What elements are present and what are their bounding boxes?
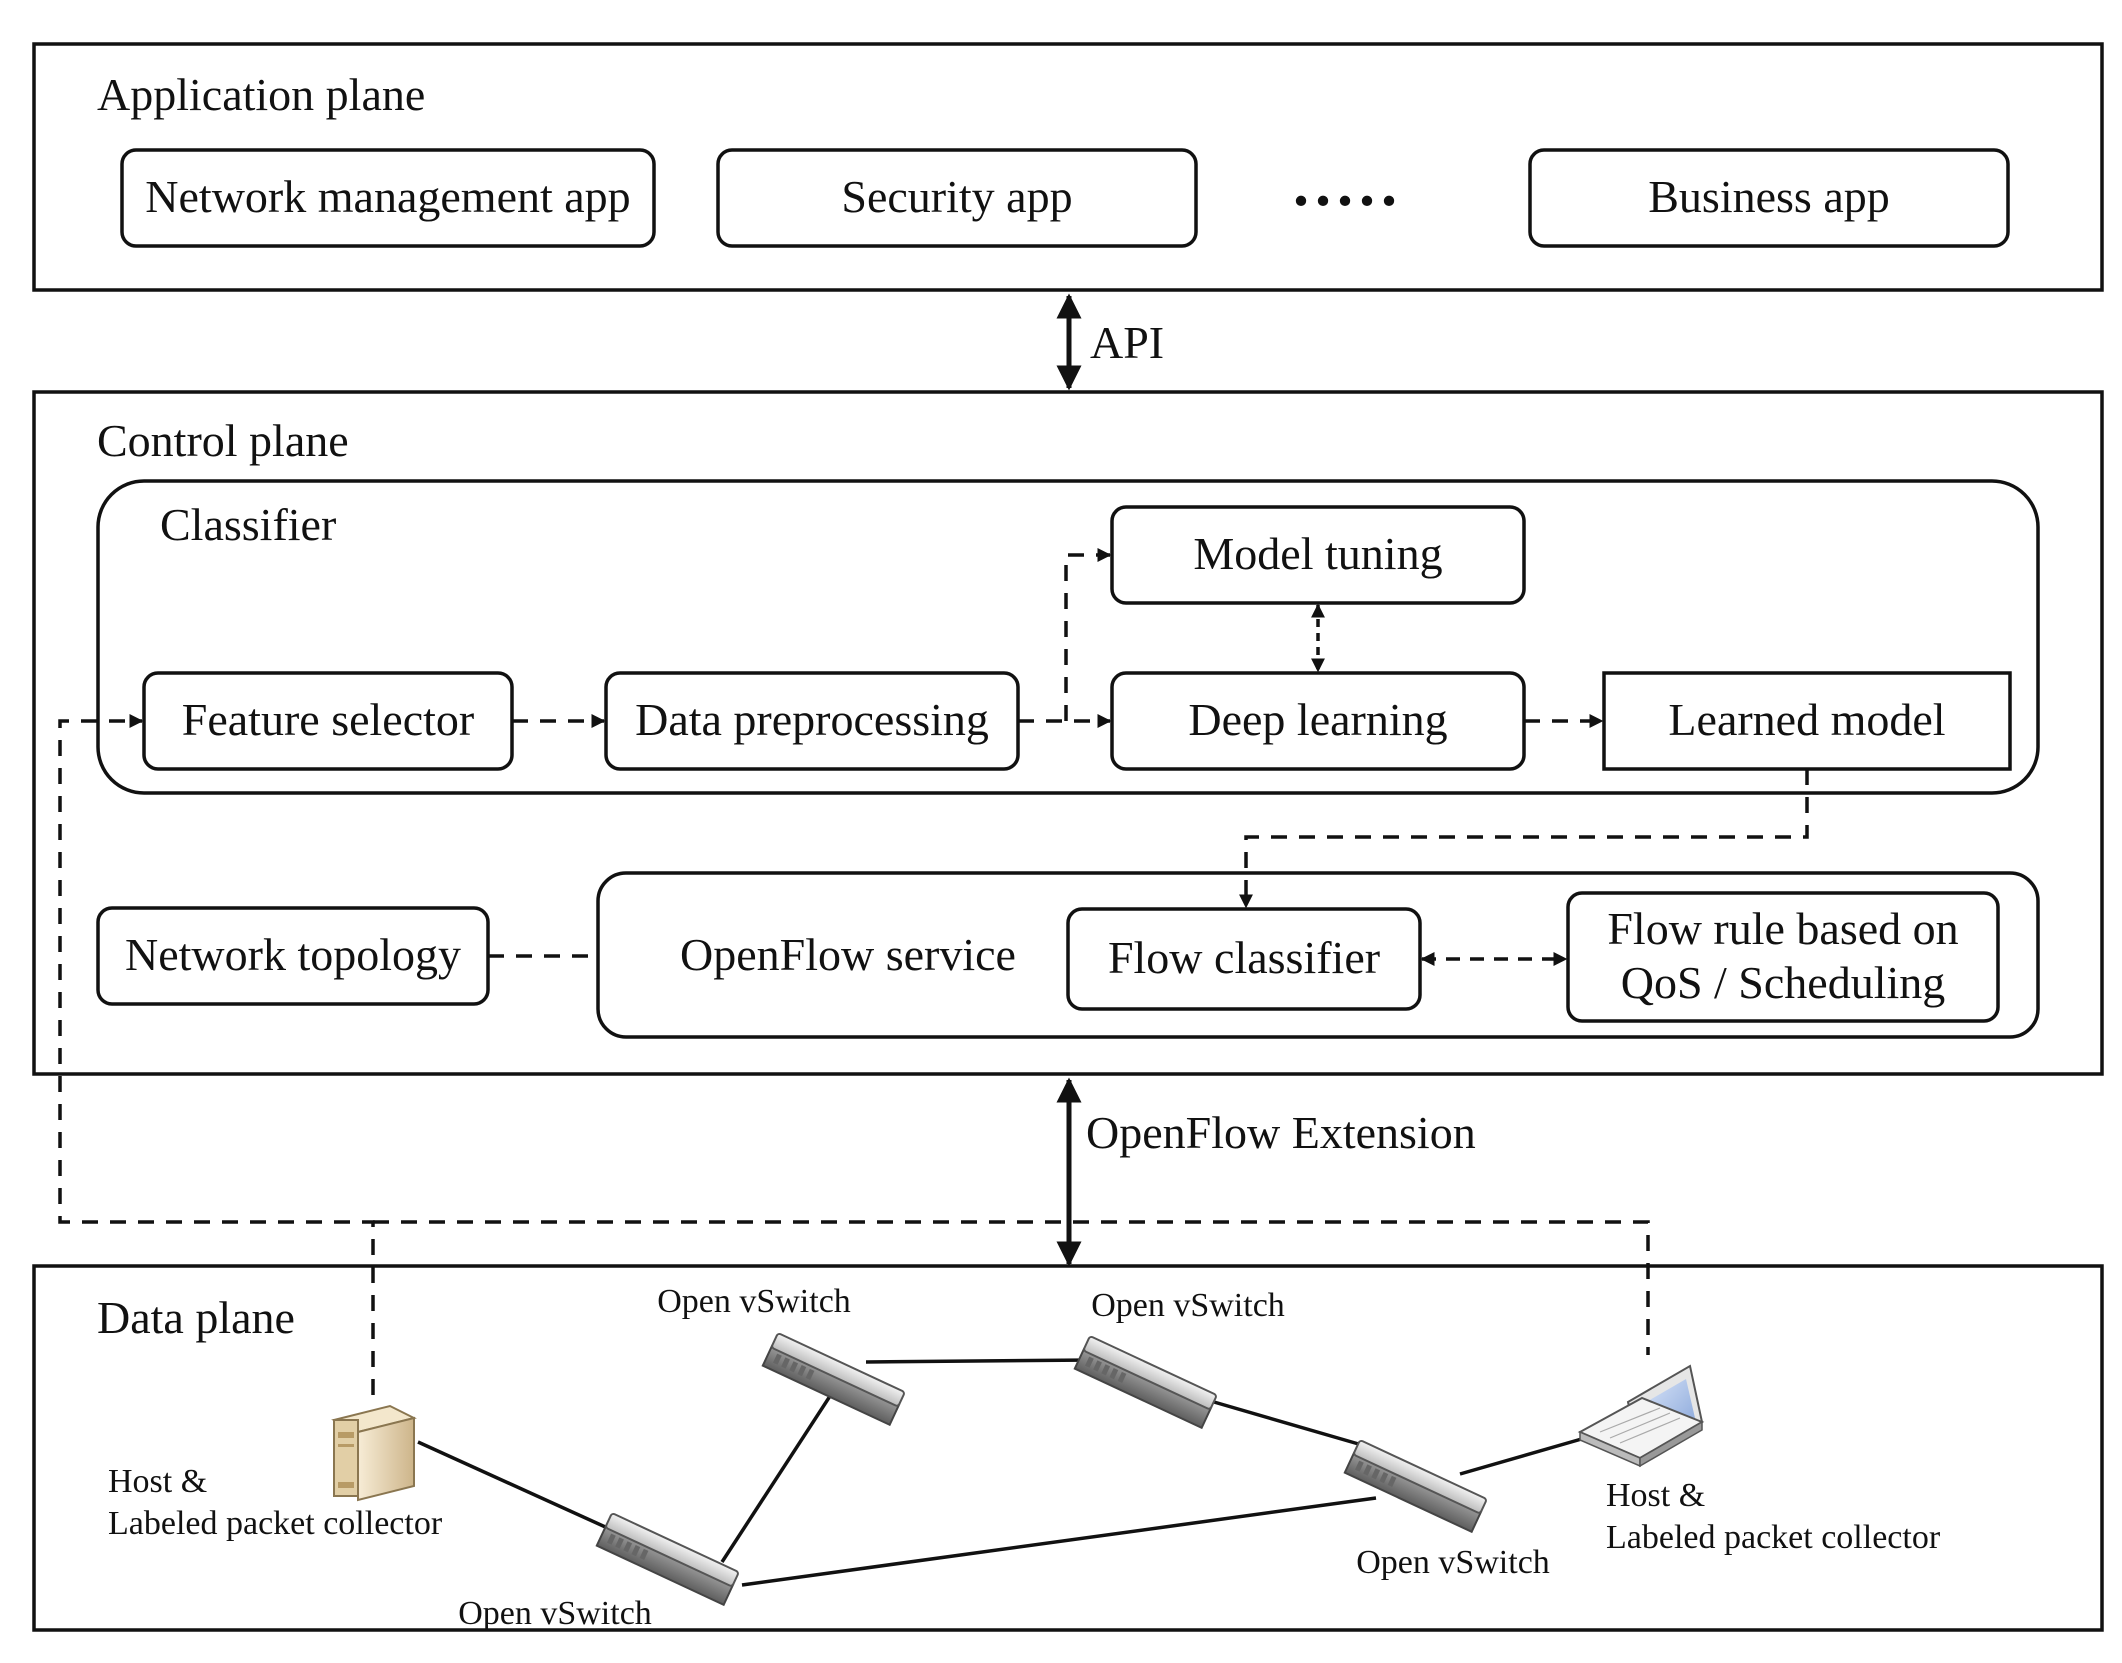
host-left-label-line2: Labeled packet collector — [108, 1505, 443, 1542]
control-plane-label: Control plane — [97, 415, 349, 466]
network-topology-box: Network topology — [96, 906, 490, 1006]
classifier-container — [96, 479, 2040, 795]
application-plane: Application plane Network management app… — [32, 42, 2104, 292]
more-apps-ellipsis: ..... — [1293, 148, 1403, 219]
deep-learning-label: Deep learning — [1188, 694, 1447, 745]
network-links — [417, 1358, 1586, 1587]
switch-icon — [1343, 1439, 1487, 1534]
control-plane-frame — [32, 390, 2104, 1076]
host-to-feature-selector-path — [58, 714, 375, 1395]
openflow-extension-label: OpenFlow Extension — [1086, 1107, 1476, 1158]
right-host-collector-path — [373, 1220, 1650, 1355]
learned-model-to-flow-classifier-arrow — [1239, 769, 1809, 909]
security-app-box: Security app — [716, 148, 1198, 248]
model-tuning-box: Model tuning — [1110, 505, 1526, 605]
classifier-label: Classifier — [160, 499, 336, 550]
flow-rule-box: Flow rule based on QoS / Scheduling — [1566, 891, 2000, 1023]
feature-selector-label: Feature selector — [182, 694, 474, 745]
openflow-service-label: OpenFlow service — [680, 929, 1016, 980]
network-topology-label: Network topology — [125, 929, 461, 980]
link-switch-bl-switch-tl — [720, 1392, 834, 1563]
preprocessing-to-model-tuning-arrow — [1064, 548, 1112, 721]
control-plane: Control plane Classifier Feature selecto… — [32, 390, 2104, 1076]
business-app-box: Business app — [1528, 148, 2010, 248]
switch-icon — [1073, 1335, 1217, 1430]
link-switch-tm-switch-br — [1213, 1400, 1363, 1447]
business-app-label: Business app — [1648, 171, 1890, 222]
host-right-label-line1: Host & — [1606, 1477, 1705, 1514]
feature-selector-box: Feature selector — [142, 671, 514, 771]
switch-bottom-right-label: Open vSwitch — [1356, 1544, 1550, 1581]
switch-top-left-label: Open vSwitch — [657, 1283, 851, 1320]
openflow-service-container — [596, 871, 2040, 1039]
flow-rule-label-line2: QoS / Scheduling — [1621, 957, 1946, 1008]
learned-model-box: Learned model — [1602, 671, 2012, 771]
link-switch-bl-switch-br — [741, 1496, 1377, 1587]
data-preprocessing-label: Data preprocessing — [635, 694, 989, 745]
switch-top-mid-label: Open vSwitch — [1091, 1287, 1285, 1324]
link-host-left-switch-bl — [417, 1440, 613, 1532]
flow-classifier-box: Flow classifier — [1066, 907, 1422, 1011]
security-app-label: Security app — [841, 171, 1072, 222]
api-label: API — [1090, 317, 1164, 368]
application-plane-label: Application plane — [97, 69, 425, 120]
flow-classifier-label: Flow classifier — [1108, 932, 1380, 983]
deep-learning-box: Deep learning — [1110, 671, 1526, 771]
switch-icon — [761, 1332, 905, 1427]
data-plane-frame — [32, 1264, 2104, 1632]
learned-model-label: Learned model — [1668, 694, 1945, 745]
link-switch-br-host-right — [1459, 1436, 1586, 1476]
link-switch-tl-switch-tm — [865, 1358, 1095, 1364]
switch-icon — [595, 1512, 739, 1607]
switch-bottom-left-label: Open vSwitch — [458, 1595, 652, 1632]
host-left-label-line1: Host & — [108, 1463, 207, 1500]
laptop-icon — [1577, 1364, 1705, 1468]
data-preprocessing-box: Data preprocessing — [604, 671, 1020, 771]
network-management-app-label: Network management app — [145, 171, 630, 222]
network-management-app-box: Network management app — [120, 148, 656, 248]
application-plane-frame — [32, 42, 2104, 292]
model-tuning-label: Model tuning — [1193, 528, 1442, 579]
data-plane-label: Data plane — [97, 1292, 295, 1343]
data-plane: Data plane Open vSwitch Open vSwitch — [32, 1264, 2104, 1632]
flow-rule-label-line1: Flow rule based on — [1607, 903, 1958, 954]
host-right-label-line2: Labeled packet collector — [1606, 1519, 1941, 1556]
server-icon — [331, 1404, 417, 1502]
